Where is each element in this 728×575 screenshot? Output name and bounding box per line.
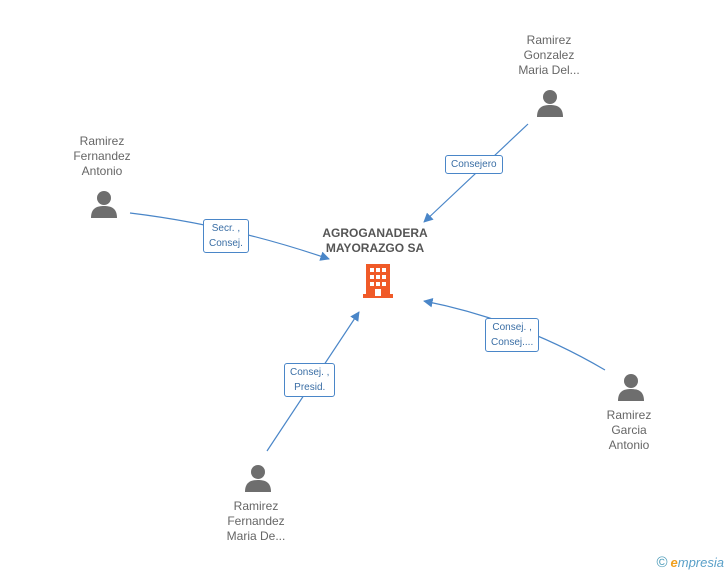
person-name-p4[interactable]: Ramirez Garcia Antonio	[569, 408, 689, 453]
footer-brand[interactable]: ©empresia	[656, 554, 724, 571]
person-icon[interactable]	[535, 88, 565, 118]
role-line: Consej.	[209, 238, 243, 249]
person-name-p2[interactable]: Ramirez Gonzalez Maria Del...	[489, 33, 609, 78]
role-line: Consej. ,	[492, 322, 532, 333]
person-name-line: Fernandez	[73, 149, 131, 163]
role-line: Consejero	[451, 159, 497, 170]
person-name-line: Garcia	[611, 423, 647, 437]
person-name-line: Ramirez	[233, 499, 279, 513]
person-icon[interactable]	[616, 372, 646, 402]
role-line: Presid.	[294, 382, 326, 393]
person-icon[interactable]	[243, 463, 273, 493]
edge-label-p2[interactable]: Consejero	[445, 155, 503, 174]
brand-initial: e	[670, 555, 678, 570]
edge-label-p4[interactable]: Consej. , Consej....	[485, 318, 540, 352]
person-name-line: Gonzalez	[523, 48, 575, 62]
person-name-line: Antonio	[608, 438, 650, 452]
person-name-line: Antonio	[81, 164, 123, 178]
brand-name: mpresia	[677, 555, 724, 570]
person-name-line: Ramirez	[79, 134, 125, 148]
person-name-line: Maria De...	[226, 529, 286, 543]
role-line: Consej. ,	[290, 367, 330, 378]
edge-label-p1[interactable]: Secr. , Consej.	[203, 219, 249, 253]
person-name-p1[interactable]: Ramirez Fernandez Antonio	[42, 134, 162, 179]
company-name-line: MAYORAZGO SA	[325, 241, 425, 255]
edge-label-p3[interactable]: Consej. , Presid.	[284, 363, 336, 397]
person-name-line: Fernandez	[227, 514, 285, 528]
person-icon[interactable]	[89, 189, 119, 219]
company-name-line: AGROGANADERA	[322, 226, 428, 240]
role-line: Secr. ,	[211, 223, 241, 234]
role-line: Consej....	[491, 337, 534, 348]
person-name-p3[interactable]: Ramirez Fernandez Maria De...	[196, 499, 316, 544]
copyright-symbol: ©	[656, 554, 668, 571]
company-name[interactable]: AGROGANADERA MAYORAZGO SA	[305, 226, 445, 256]
person-name-line: Ramirez	[526, 33, 572, 47]
building-icon[interactable]	[361, 262, 395, 300]
person-name-line: Ramirez	[606, 408, 652, 422]
person-name-line: Maria Del...	[518, 63, 580, 77]
